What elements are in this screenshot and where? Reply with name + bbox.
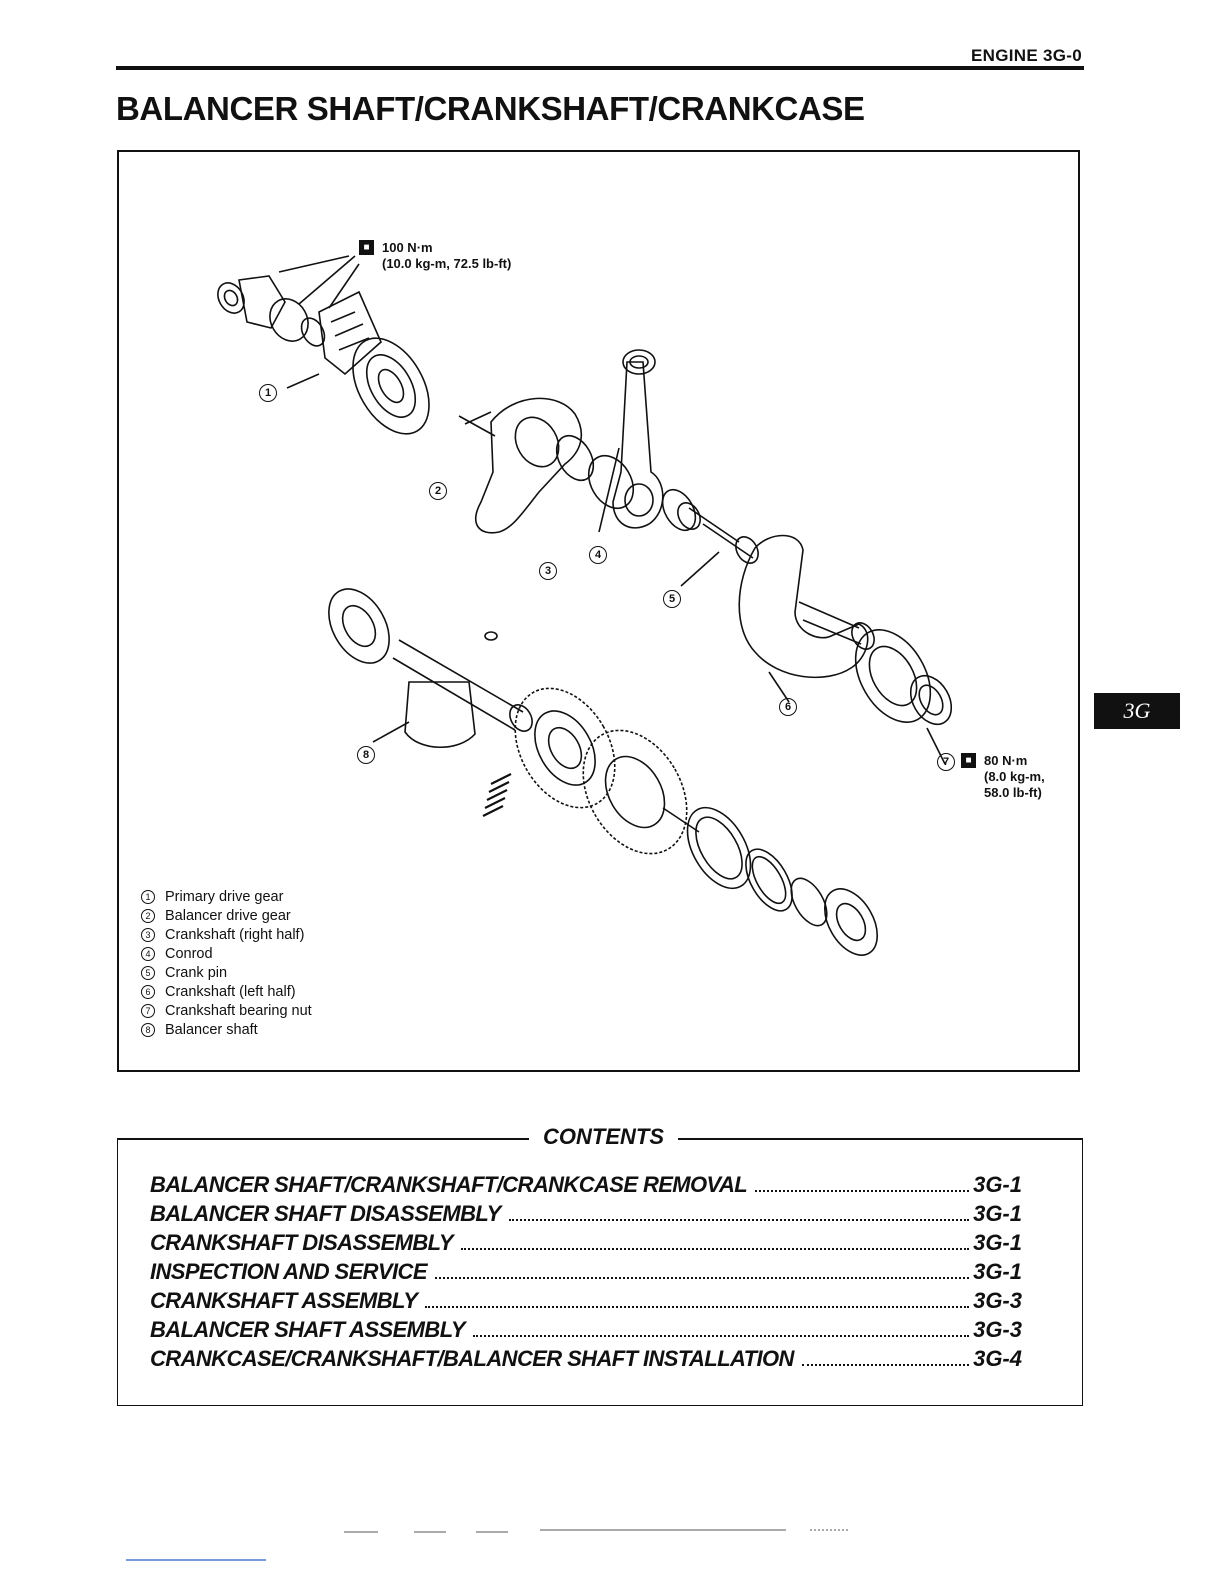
- torque-wrench-icon: ■: [359, 240, 374, 255]
- footer-scan-lines: [126, 1529, 850, 1561]
- toc-entry-page: 3G-4: [973, 1346, 1022, 1371]
- callout-5: 5: [663, 590, 681, 608]
- torque-value: 80 N·m: [984, 753, 1028, 768]
- contents-title: CONTENTS: [543, 1124, 664, 1149]
- diagram-crankshaft-right-half: [475, 397, 583, 534]
- diagram-bearing: [823, 888, 879, 956]
- toc-entry-page: 3G-1: [973, 1201, 1022, 1226]
- toc-entry-page: 3G-1: [973, 1259, 1022, 1284]
- diagram-primary-drive-gear: [318, 290, 382, 376]
- toc-entry[interactable]: BALANCER SHAFT/CRANKSHAFT/CRANKCASE REMO…: [150, 1172, 1022, 1201]
- table-of-contents: BALANCER SHAFT/CRANKSHAFT/CRANKCASE REMO…: [150, 1172, 1022, 1375]
- diagram-balancer-shaft: [392, 639, 524, 731]
- diagram-crank-pin: [688, 507, 754, 559]
- callout-8: 8: [357, 746, 375, 764]
- header-rule: [116, 66, 1084, 70]
- diagram-bearing: [328, 588, 390, 664]
- torque-value-imperial: (10.0 kg-m, 72.5 lb-ft): [382, 256, 512, 271]
- section-header: ENGINE 3G-0: [971, 46, 1082, 65]
- toc-entry[interactable]: CRANKSHAFT ASSEMBLY 3G-3: [150, 1288, 1022, 1317]
- diagram-washer: [300, 317, 326, 347]
- diagram-gear: [582, 729, 688, 855]
- diagram-shim: [745, 848, 793, 912]
- toc-entry-title: BALANCER SHAFT ASSEMBLY: [150, 1317, 466, 1342]
- toc-entry-title: BALANCER SHAFT/CRANKSHAFT/CRANKCASE REMO…: [150, 1172, 748, 1197]
- diagram-balancer-driven-gear: [514, 687, 616, 809]
- diagram-spring: [482, 773, 512, 817]
- callout-4: 4: [589, 546, 607, 564]
- page-title: BALANCER SHAFT/CRANKSHAFT/CRANKCASE: [116, 90, 865, 127]
- torque-value-imperial: 58.0 lb-ft): [984, 785, 1042, 800]
- toc-entry[interactable]: BALANCER SHAFT DISASSEMBLY 3G-1: [150, 1201, 1022, 1230]
- torque-value: 100 N·m: [382, 240, 433, 255]
- torque-wrench-icon: ■: [961, 753, 976, 768]
- callout-7: 7: [937, 753, 955, 771]
- contents-frame: [117, 1138, 1083, 1406]
- toc-entry-page: 3G-3: [973, 1317, 1022, 1342]
- diagram-bearing: [854, 629, 932, 723]
- diagram-bearing: [352, 337, 430, 435]
- toc-entry[interactable]: CRANKCASE/CRANKSHAFT/BALANCER SHAFT INST…: [150, 1346, 1022, 1375]
- exploded-diagram: ■ 100 N·m(10.0 kg-m, 72.5 lb-ft) 7 ■ 80 N·m…: [117, 150, 1080, 1072]
- toc-entry-title: BALANCER SHAFT DISASSEMBLY: [150, 1201, 501, 1226]
- diagram-lock-plate: [238, 275, 286, 329]
- toc-entry-title: CRANKSHAFT DISASSEMBLY: [150, 1230, 454, 1255]
- torque-value-metric: (8.0 kg-m,: [984, 769, 1045, 784]
- callout-1: 1: [259, 384, 277, 402]
- diagram-shim: [686, 806, 752, 890]
- diagram-crankshaft-left-half: [738, 534, 869, 679]
- diagram-bearing-nut: [909, 674, 953, 726]
- diagram-nut: [269, 298, 309, 342]
- contents-rule-left: [117, 1138, 529, 1140]
- torque-spec-bearing-nut: 7 ■ 80 N·m(8.0 kg-m,58.0 lb-ft): [937, 753, 1045, 801]
- toc-entry-page: 3G-3: [973, 1288, 1022, 1313]
- toc-entry-title: CRANKSHAFT ASSEMBLY: [150, 1288, 418, 1313]
- diagram-needle-bearing: [587, 454, 635, 510]
- diagram-washer: [223, 289, 239, 307]
- toc-entry-page: 3G-1: [973, 1172, 1022, 1197]
- contents-rule-right: [678, 1138, 1083, 1140]
- toc-entry[interactable]: BALANCER SHAFT ASSEMBLY 3G-3: [150, 1317, 1022, 1346]
- toc-entry-page: 3G-1: [973, 1230, 1022, 1255]
- callout-6: 6: [779, 698, 797, 716]
- diagram-drawing: [217, 255, 953, 956]
- toc-entry[interactable]: INSPECTION AND SERVICE 3G-1: [150, 1259, 1022, 1288]
- callout-3: 3: [539, 562, 557, 580]
- toc-entry-title: INSPECTION AND SERVICE: [150, 1259, 428, 1284]
- toc-entry[interactable]: CRANKSHAFT DISASSEMBLY 3G-1: [150, 1230, 1022, 1259]
- callout-2: 2: [429, 482, 447, 500]
- diagram-washer: [555, 434, 595, 482]
- diagram-circlip: [790, 877, 828, 927]
- toc-entry-title: CRANKCASE/CRANKSHAFT/BALANCER SHAFT INST…: [150, 1346, 794, 1371]
- diagram-washer: [217, 282, 245, 314]
- diagram-conrod: [612, 361, 664, 529]
- section-tab-3g[interactable]: 3G: [1094, 693, 1180, 729]
- torque-spec-primary-gear-nut: ■ 100 N·m(10.0 kg-m, 72.5 lb-ft): [359, 240, 511, 272]
